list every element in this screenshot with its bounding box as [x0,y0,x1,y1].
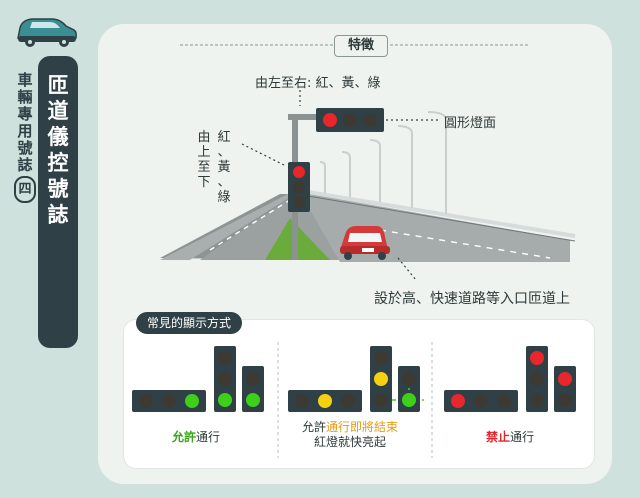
signal-set-stop [444,346,576,412]
order-vertical-color: 紅 [217,130,231,145]
ending-caption-line1: 允許通行即將結束 [302,420,398,435]
order-horizontal-label: 由左至右: 紅、黃、綠 [255,76,381,91]
order-vertical-char: 上 [197,145,211,160]
order-vertical-char: 下 [197,175,211,190]
ending-highlight: 通行即將結束 [326,420,399,434]
separator: 、 [217,175,231,190]
main-title-char: 誌 [47,203,69,227]
separator: 、 [217,145,231,160]
stop-rest: 通行 [510,430,535,444]
order-vertical-char: 由 [197,130,211,145]
main-title-char: 儀 [47,125,69,149]
category-title-char: 誌 [17,156,33,174]
order-vertical-char: 至 [197,160,211,175]
highway-illustration [160,111,576,262]
signal-set-ending [288,346,424,412]
category-title-char: 輛 [17,88,33,106]
round-face-label: 圓形燈面 [444,116,497,131]
main-title-char: 控 [47,151,69,175]
features-tab: 特徵 [334,35,388,57]
display-modes-tab: 常見的顯示方式 [136,312,242,334]
order-vertical-label-1: 由 上 至 下 [196,130,212,190]
allow-caption: 允許通行 [172,428,220,445]
main-title: 匝 道 儀 控 號 誌 [38,72,78,228]
car-illustration [340,226,390,260]
ending-caption: 允許通行即將結束 紅燈就快亮起 [302,420,398,450]
ending-prefix: 允許 [302,420,327,434]
category-title-char: 號 [17,139,33,157]
stop-caption: 禁止通行 [486,428,534,445]
stop-highlight: 禁止 [486,430,511,444]
allow-rest: 通行 [196,430,221,444]
category-title-char: 車 [17,71,33,89]
car-icon [17,18,77,47]
category-title: 車 輛 專 用 號 誌 四 [14,72,36,203]
ending-caption-line2: 紅燈就快亮起 [314,435,387,449]
order-vertical-color: 綠 [217,190,231,205]
signal-set-allow [132,346,264,412]
main-title-char: 道 [47,99,69,123]
category-number: 四 [14,176,36,203]
order-vertical-label-2: 紅 、 黃 、 綠 [216,130,232,205]
main-title-char: 匝 [47,73,69,97]
vertical-signal-icon [288,162,310,212]
main-title-char: 號 [47,177,69,201]
category-title-char: 專 [17,105,33,123]
location-label: 設於高、快速道路等入口匝道上 [374,291,570,307]
category-title-char: 用 [17,122,33,140]
main-title-bar: 匝 道 儀 控 號 誌 [38,56,78,348]
allow-highlight: 允許 [172,430,197,444]
horizontal-signal-icon [316,108,384,132]
order-vertical-color: 黃 [217,160,231,175]
